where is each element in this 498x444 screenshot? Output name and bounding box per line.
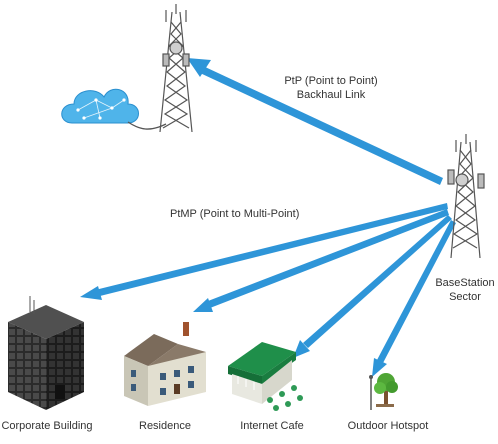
endpoint-label-residence: Residence — [139, 420, 191, 432]
backhaul-link-label: PtP (Point to Point) Backhaul Link — [276, 74, 386, 102]
cloud-icon — [61, 88, 167, 130]
link-arrow-hotspot — [372, 220, 456, 377]
backhaul-link-label-line1: PtP (Point to Point) — [284, 75, 378, 87]
basestation-label-line1: BaseStation — [435, 277, 495, 289]
cafe-tables — [267, 385, 303, 411]
basestation-tower-icon — [447, 134, 485, 259]
link-arrow-corporate — [80, 203, 448, 300]
residence-icon — [124, 322, 206, 406]
endpoint-label-outdoor-hotspot: Outdoor Hotspot — [347, 420, 429, 432]
backhaul-tower-icon — [159, 4, 193, 133]
basestation-label-line2: Sector — [449, 291, 481, 303]
endpoint-label-internet-cafe: Internet Cafe — [240, 420, 304, 432]
link-arrow-cafe — [293, 215, 452, 358]
ptmp-label: PtMP (Point to Multi-Point) — [170, 208, 300, 220]
backhaul-link-arrow — [187, 58, 443, 185]
endpoint-label-corporate-building: Corporate Building — [1, 420, 93, 432]
backhaul-link-label-line2: Backhaul Link — [296, 89, 366, 101]
corporate-building-icon — [8, 296, 84, 410]
link-arrow-residence — [193, 209, 449, 312]
basestation-label: BaseStation Sector — [432, 276, 498, 304]
outdoor-hotspot-icon — [369, 373, 398, 410]
ptmp-link-arrows — [80, 203, 456, 377]
internet-cafe-icon — [228, 342, 303, 411]
